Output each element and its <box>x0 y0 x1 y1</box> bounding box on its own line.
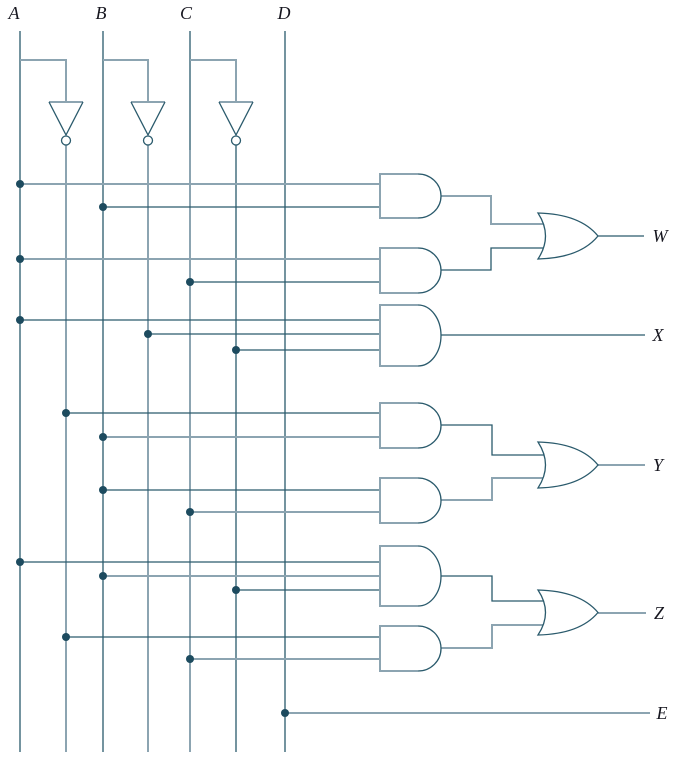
junction-dot <box>62 409 70 417</box>
and-gate-x-edges <box>379 304 418 367</box>
not-gate-c-bubble-icon <box>230 135 242 146</box>
and-gate-w2-arc <box>417 247 442 294</box>
or-gate-w <box>536 212 599 260</box>
junction-dot <box>99 433 107 441</box>
and-gate-z2 <box>380 626 442 671</box>
output-label-w: W <box>653 226 670 246</box>
junction-dot <box>99 486 107 494</box>
link-w-bottom <box>440 247 547 271</box>
and-gate-y1 <box>380 403 442 448</box>
not-feed-a <box>20 59 67 102</box>
junction-dot <box>99 572 107 580</box>
input-label-b: B <box>96 3 107 23</box>
and-gate-w1-arc <box>417 173 442 219</box>
and-gate-z2-arc <box>417 625 442 672</box>
junction-dot <box>99 203 107 211</box>
not-feed-c <box>190 59 237 102</box>
and-gate-y1-edges <box>379 402 418 449</box>
input-label-c: C <box>180 3 193 23</box>
output-label-z: Z <box>654 603 665 623</box>
and-gate-w2 <box>380 248 442 293</box>
link-z-bottom <box>440 624 547 649</box>
not-gate-b-bubble-icon <box>142 135 154 146</box>
junction-dot <box>281 709 289 717</box>
link-y-bottom <box>440 477 547 501</box>
input-label-d: D <box>277 3 291 23</box>
junction-dot <box>16 316 24 324</box>
and-gate-z1-edges <box>379 545 418 607</box>
or-gate-y <box>536 441 599 489</box>
link-w-top <box>440 195 547 225</box>
and-gate-y2-arc <box>417 477 442 524</box>
junction-dot <box>62 633 70 641</box>
and-gate-w2-edges <box>379 247 418 294</box>
junction-dot <box>232 586 240 594</box>
not-gate-c-sides <box>218 101 254 137</box>
junction-dot <box>16 180 24 188</box>
and-gate-w1 <box>380 174 441 218</box>
junction-dot <box>186 655 194 663</box>
and-gate-y1-arc <box>417 402 442 449</box>
and-gate-x-arc <box>417 304 442 367</box>
not-gate-a-sides <box>48 101 84 137</box>
not-feed-b <box>103 59 149 102</box>
not-gate-b <box>131 102 165 135</box>
junction-dot <box>16 558 24 566</box>
and-gate-w1-edges <box>379 173 418 219</box>
not-gate-b-sides <box>130 101 166 137</box>
and-gate-x <box>380 305 442 366</box>
link-z-top <box>440 575 547 602</box>
junction-dot <box>16 255 24 263</box>
junction-dot <box>232 346 240 354</box>
junction-dot <box>186 278 194 286</box>
output-label-y: Y <box>653 455 665 475</box>
and-gate-z1-arc <box>417 545 442 607</box>
and-gate-y2-edges <box>379 477 418 524</box>
and-gate-z2-edges <box>379 625 418 672</box>
not-gate-c <box>219 102 253 135</box>
and-gate-y2 <box>380 478 442 523</box>
not-gate-a <box>49 102 83 135</box>
not-gate-a-bubble-icon <box>60 135 72 146</box>
or-gate-z <box>536 589 599 636</box>
and-gate-z1 <box>380 546 441 606</box>
junction-dot <box>186 508 194 516</box>
input-label-a: A <box>8 3 21 23</box>
output-label-x: X <box>652 325 665 345</box>
link-y-top <box>440 424 547 456</box>
output-label-e: E <box>656 703 668 723</box>
junction-dot <box>144 330 152 338</box>
